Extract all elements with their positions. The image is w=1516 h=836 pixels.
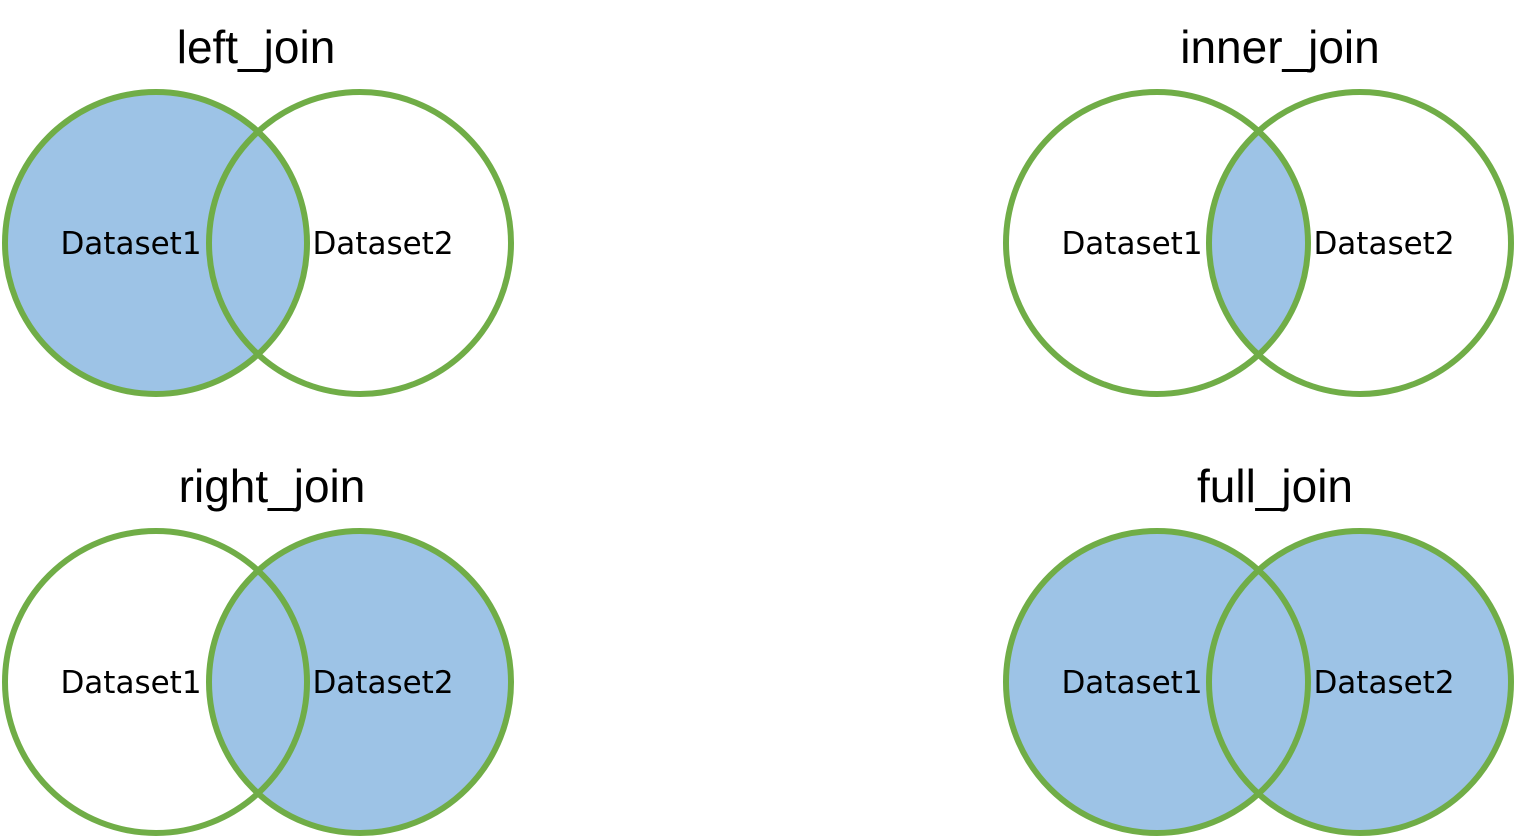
left-dataset-label: Dataset1 [1061, 665, 1202, 701]
left-dataset-label: Dataset1 [1061, 226, 1202, 262]
panel-title: left_join [177, 21, 336, 73]
right-dataset-label: Dataset2 [312, 226, 453, 262]
left-dataset-label: Dataset1 [60, 226, 201, 262]
left-circle-outline [2, 528, 310, 836]
right-dataset-label: Dataset2 [312, 665, 453, 701]
panel-full-join: full_join Dataset1 Dataset2 [1003, 460, 1514, 836]
right-dataset-label: Dataset2 [1313, 665, 1454, 701]
panel-title: full_join [1197, 460, 1353, 512]
right-circle-outline [1206, 528, 1514, 836]
panel-left-join: left_join Dataset1 Dataset2 [2, 21, 514, 397]
panel-title: right_join [179, 460, 366, 512]
left-circle-outline [2, 89, 310, 397]
panel-right-join: right_join Dataset1 Dataset2 [2, 460, 514, 836]
panel-title: inner_join [1180, 21, 1379, 73]
right-circle-outline [206, 89, 514, 397]
panel-inner-join: inner_join Dataset1 Dataset2 [1003, 21, 1514, 397]
right-circle-outline [206, 528, 514, 836]
right-dataset-label: Dataset2 [1313, 226, 1454, 262]
left-circle-outline [1003, 528, 1311, 836]
right-circle-outline [1206, 89, 1514, 397]
left-dataset-label: Dataset1 [60, 665, 201, 701]
left-circle-outline [1003, 89, 1311, 397]
